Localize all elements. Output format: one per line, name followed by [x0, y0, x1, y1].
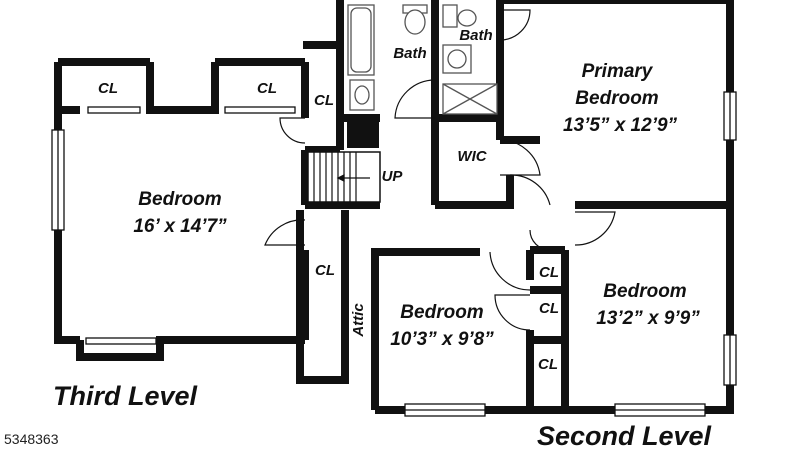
- closet-left-label: CL: [98, 80, 118, 97]
- closet-c-label: CL: [538, 356, 558, 373]
- windows: [51, 91, 737, 417]
- bath-fixtures: [347, 4, 498, 115]
- closet-mid-label: CL: [257, 80, 277, 97]
- second-level-title: Second Level: [537, 421, 712, 450]
- primary-bedroom-size: 13’5” x 12’9”: [563, 115, 678, 136]
- third-bedroom-name: Bedroom: [138, 189, 222, 210]
- door-swings: [264, 9, 616, 331]
- second-level-labels: Bath Bath Primary Bedroom 13’5” x 12’9” …: [390, 27, 700, 373]
- closet-a-label: CL: [539, 264, 559, 281]
- bath-right-label: Bath: [459, 27, 492, 44]
- right-bedroom-name: Bedroom: [603, 281, 687, 302]
- stair-up-label: UP: [382, 168, 404, 185]
- level-titles: Third Level Second Level: [53, 381, 712, 450]
- primary-bedroom-line1: Primary: [582, 61, 654, 82]
- listing-id: 5348363: [4, 431, 59, 447]
- third-bedroom-size: 16’ x 14’7”: [133, 216, 227, 237]
- wic-label: WIC: [457, 148, 487, 165]
- third-level-title: Third Level: [53, 381, 198, 411]
- chimney-block: [347, 120, 379, 148]
- staircase: [307, 151, 381, 203]
- attic-label: Attic: [350, 303, 367, 338]
- closet-right-label: CL: [314, 92, 334, 109]
- bath-left-label: Bath: [393, 45, 426, 62]
- primary-bedroom-line2: Bedroom: [575, 88, 659, 109]
- closet-lower-label: CL: [315, 262, 335, 279]
- right-bedroom-size: 13’2” x 9’9”: [596, 308, 700, 329]
- mid-bedroom-size: 10’3” x 9’8”: [390, 329, 494, 350]
- third-level-labels: CL CL CL Bedroom 16’ x 14’7” UP CL Attic: [98, 80, 403, 338]
- mid-bedroom-name: Bedroom: [400, 302, 484, 323]
- closet-b-label: CL: [539, 300, 559, 317]
